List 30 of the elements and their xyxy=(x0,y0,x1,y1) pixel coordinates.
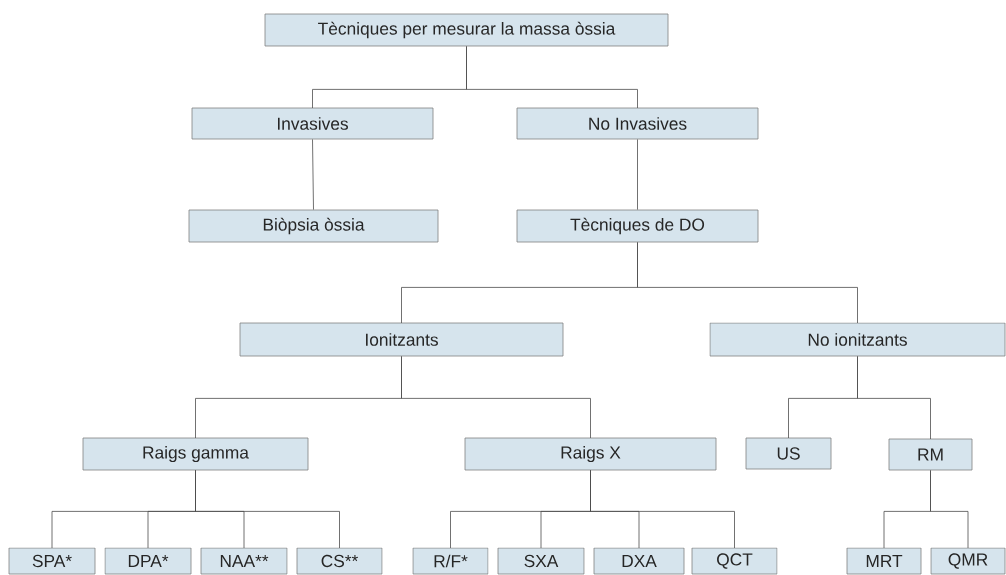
box: QCT xyxy=(691,547,778,575)
box: Raigs gamma xyxy=(82,437,309,471)
connector xyxy=(930,470,969,549)
box: DXA xyxy=(593,547,685,575)
box: RM xyxy=(888,438,973,471)
connector xyxy=(637,139,638,210)
box: US xyxy=(745,437,832,470)
box: Tècniques de DO xyxy=(516,209,759,243)
box: No ionitzants xyxy=(709,322,1006,357)
connector xyxy=(590,470,735,549)
box: CS** xyxy=(296,547,383,575)
connector xyxy=(637,242,858,324)
box: Invasives xyxy=(191,107,434,140)
box: NAA** xyxy=(200,547,288,575)
connector xyxy=(195,470,340,549)
box: SXA xyxy=(497,547,585,575)
box: DPA* xyxy=(104,547,192,575)
connector xyxy=(401,356,591,439)
box: No Invasives xyxy=(516,107,759,140)
box: Ionitzants xyxy=(239,322,564,357)
box: SPA* xyxy=(8,547,96,575)
connector xyxy=(466,46,638,109)
connector xyxy=(857,356,931,440)
connector xyxy=(312,139,314,210)
box: Tècniques per mesurar la massa òssia xyxy=(264,13,669,47)
box: QMR xyxy=(930,547,1006,575)
box: MRT xyxy=(846,547,922,575)
box: Biòpsia òssia xyxy=(188,209,439,243)
box: R/F* xyxy=(412,547,489,575)
box: Raigs X xyxy=(464,437,717,471)
